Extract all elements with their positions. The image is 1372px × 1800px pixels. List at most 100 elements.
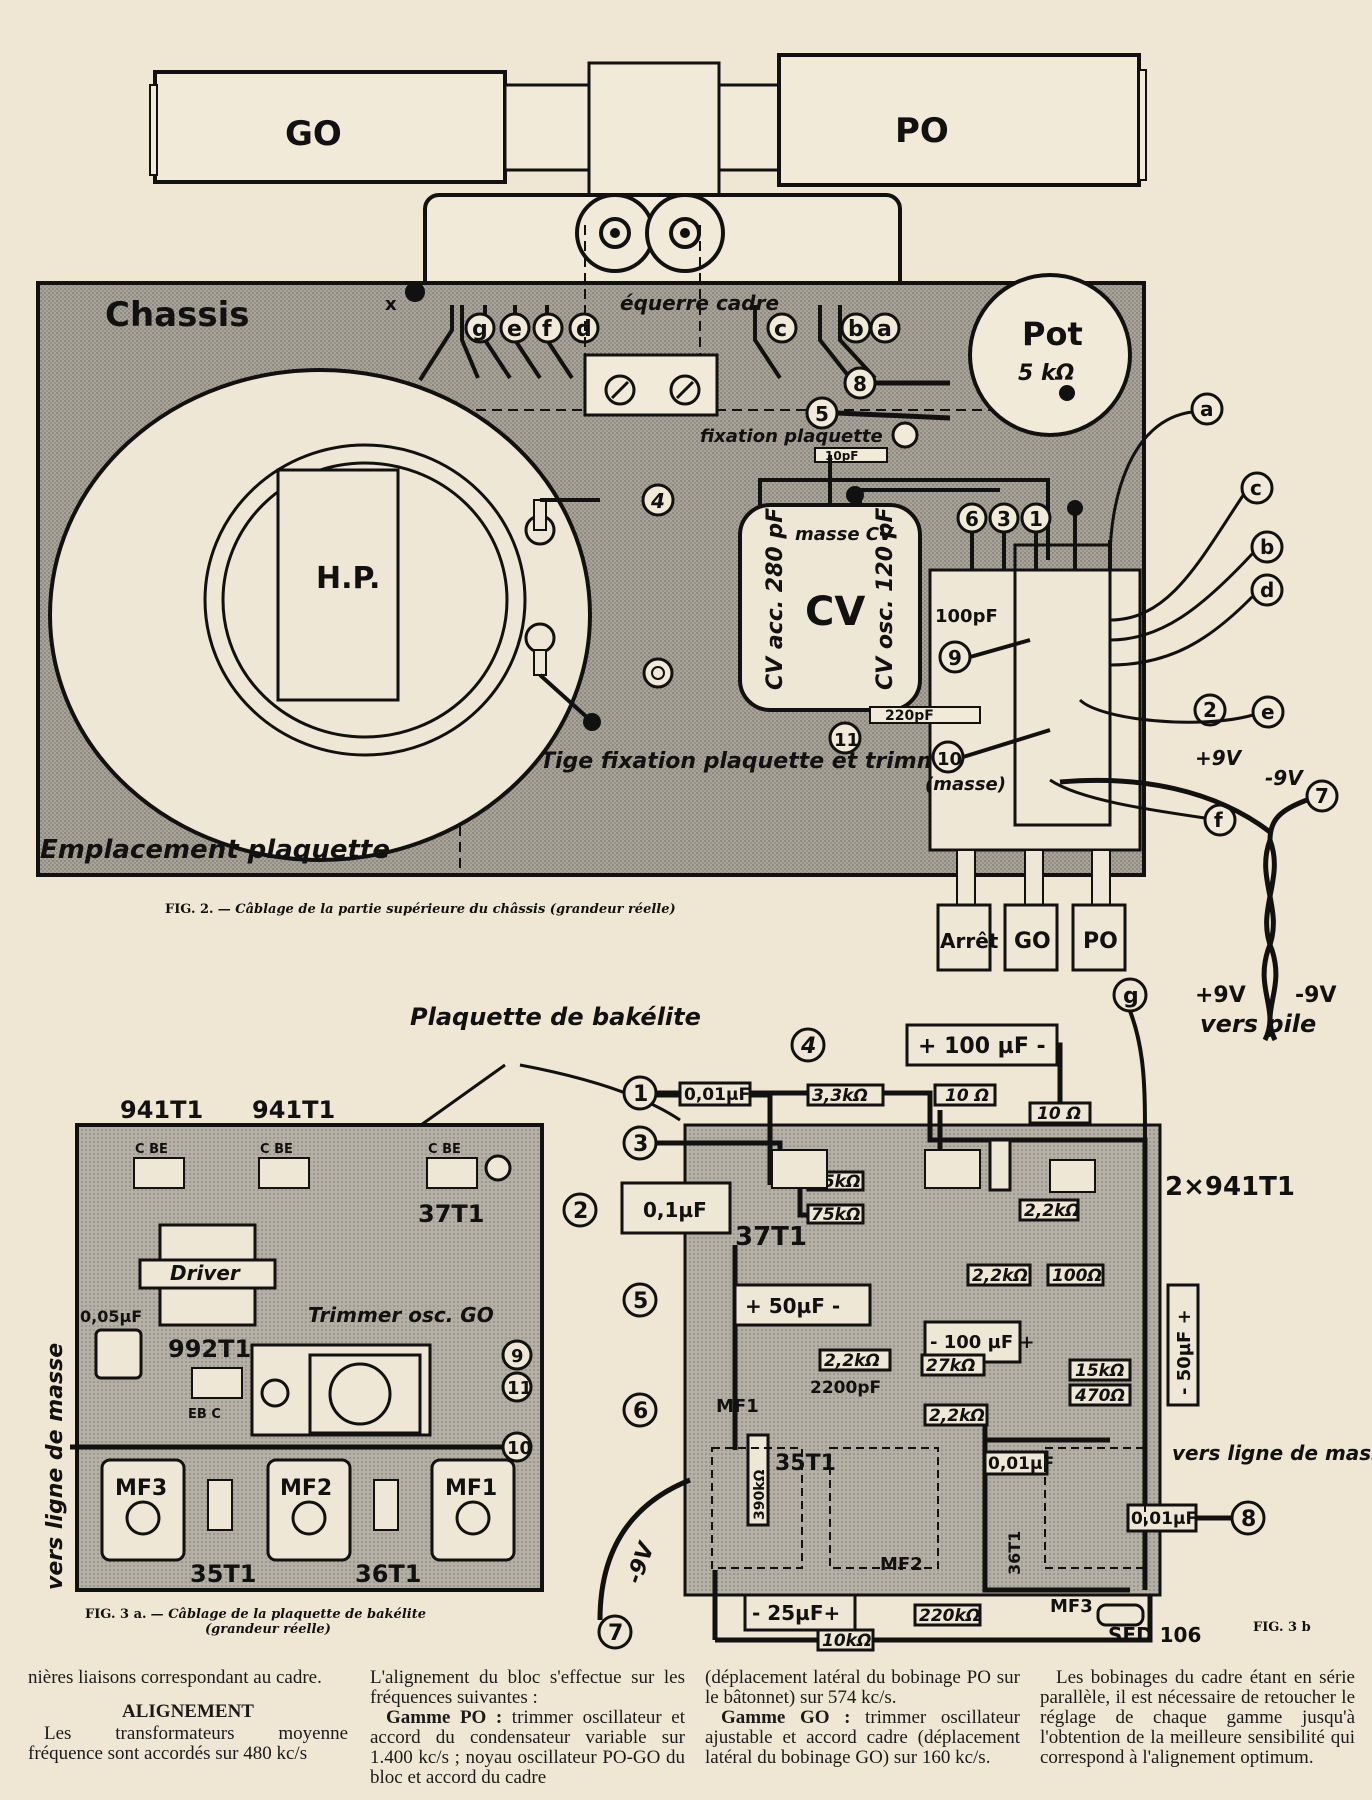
masse-label: (masse) xyxy=(925,774,1006,795)
res-470 xyxy=(1068,1383,1132,1407)
article-col-4: Les bobinages du cadre étant en série pa… xyxy=(1040,1668,1355,1768)
terminal-5: 5 xyxy=(805,396,839,430)
svg-text:b: b xyxy=(1260,535,1274,559)
res-10-a xyxy=(933,1083,997,1107)
minus9v-label: -9V xyxy=(1265,766,1304,790)
svg-text:g: g xyxy=(1123,984,1139,1009)
mf2-label: MF2 xyxy=(280,1476,332,1501)
trimmer-label: Trimmer osc. GO xyxy=(308,1303,494,1327)
driver-label: Driver xyxy=(170,1261,241,1285)
svg-text:15kΩ: 15kΩ xyxy=(1075,1361,1124,1381)
cap-25uf xyxy=(743,1593,857,1632)
fig3a-caption-text: — Câblage de la plaquette de bakélite xyxy=(150,1607,426,1622)
svg-text:4: 4 xyxy=(800,1034,816,1059)
gamme-go-label: Gamme GO : xyxy=(721,1707,851,1728)
transistor-37t1: 37T1 xyxy=(418,1200,484,1228)
chassis-label: Chassis xyxy=(105,295,249,335)
res-27k xyxy=(920,1353,986,1377)
terminal-b: b xyxy=(848,317,864,342)
terminal-8: 8 xyxy=(1230,1500,1266,1536)
col3-para-b: trimmer oscillateur ajustable et accord … xyxy=(705,1707,1020,1768)
cap-50uf xyxy=(733,1283,872,1327)
svg-text:3,3kΩ: 3,3kΩ xyxy=(812,1086,868,1106)
cap-10pf-label: 10pF xyxy=(825,449,859,463)
fixation-plaquette-label: fixation plaquette xyxy=(700,426,883,447)
potentiometer xyxy=(968,273,1132,437)
terminal-1: 1 xyxy=(622,1075,658,1111)
speaker-magnet xyxy=(276,468,400,702)
transistor-36t1: 36T1 xyxy=(355,1560,421,1588)
terminal-9: 9 xyxy=(501,1339,533,1371)
svg-text:1: 1 xyxy=(1029,507,1043,531)
switch-po[interactable] xyxy=(1071,903,1127,972)
svg-text:7: 7 xyxy=(608,1621,623,1646)
terminal-4: 4 xyxy=(790,1027,826,1063)
fig3b: 2×941T1 37T1 4 1 3 2 5 6 7 8 g xyxy=(562,977,1372,1652)
svg-text:C BE: C BE xyxy=(135,1142,168,1157)
screw-icon xyxy=(669,374,701,406)
svg-text:6: 6 xyxy=(965,507,979,531)
switch-arret[interactable] xyxy=(936,903,992,972)
emplacement-plaquette-label: Emplacement plaquette xyxy=(40,835,390,865)
svg-text:10: 10 xyxy=(507,1438,532,1459)
cap-001uf-c xyxy=(1126,1503,1198,1533)
cap-01uf xyxy=(620,1181,732,1235)
range-switches: Arrêt GO PO xyxy=(936,849,1127,972)
svg-text:10 Ω: 10 Ω xyxy=(1037,1104,1081,1124)
fig2-caption-text: — Câblage de la partie supérieure du châ… xyxy=(217,902,676,917)
col1-para: nières liaisons correspondant au cadre. xyxy=(28,1667,322,1688)
svg-text:a: a xyxy=(1200,397,1214,421)
switch-go-label: GO xyxy=(1014,929,1051,954)
res-2k2-a xyxy=(1018,1198,1080,1222)
terminal-2: 2 xyxy=(562,1192,598,1228)
wire-b: b xyxy=(1250,530,1284,564)
svg-text:2: 2 xyxy=(573,1199,588,1224)
battery-plus-label: +9V xyxy=(1195,983,1246,1008)
svg-text:8: 8 xyxy=(853,372,867,396)
svg-text:- 25µF+: - 25µF+ xyxy=(752,1601,840,1625)
svg-text:0,1µF: 0,1µF xyxy=(643,1198,707,1222)
terminal-9: 9 xyxy=(938,640,972,674)
mf2-label: MF2 xyxy=(880,1554,923,1575)
fig3a: Plaquette de bakélite 941T1 941T1 C BE C… xyxy=(43,1003,701,1592)
cap-005uf xyxy=(94,1328,143,1380)
switch-go[interactable] xyxy=(1003,903,1059,972)
svg-text:5: 5 xyxy=(633,1289,648,1314)
svg-text:220kΩ: 220kΩ xyxy=(919,1606,980,1626)
terminal-a: a xyxy=(877,317,892,342)
vers-ligne-masse-label: vers ligne de masse xyxy=(1172,1441,1372,1465)
transistors-2x941t1: 2×941T1 xyxy=(1165,1172,1295,1202)
fig2: GO PO Chassis x g e f d xyxy=(36,53,1339,1042)
terminal-11: 11 xyxy=(501,1371,533,1403)
rod-clamp xyxy=(587,61,721,205)
col4-para: Les bobinages du cadre étant en série pa… xyxy=(1040,1667,1355,1768)
cap-100uf xyxy=(905,1023,1059,1067)
svg-text:2,2kΩ: 2,2kΩ xyxy=(929,1406,985,1426)
equerre-cadre-label: équerre cadre xyxy=(620,291,779,315)
res-10-b xyxy=(1028,1101,1092,1125)
wire-d: d xyxy=(1250,573,1284,607)
transistor-941t1-a: 941T1 xyxy=(120,1096,203,1124)
fig3b-caption-text: FIG. 3 b xyxy=(1253,1620,1311,1635)
terminal-6: 6 xyxy=(622,1392,658,1428)
svg-text:390kΩ: 390kΩ xyxy=(752,1469,768,1520)
svg-text:10: 10 xyxy=(937,749,962,770)
masse-cv-label: masse CV xyxy=(795,524,895,545)
res-10k xyxy=(816,1628,875,1652)
cap-005uf-label: 0,05µF xyxy=(80,1307,142,1326)
svg-text:10kΩ: 10kΩ xyxy=(822,1631,871,1651)
svg-text:0,01µF: 0,01µF xyxy=(1131,1509,1197,1529)
pot-label: Pot xyxy=(1022,315,1083,353)
col1-para-b: Les transformateurs moyenne fréquence so… xyxy=(28,1723,348,1764)
hp-label: H.P. xyxy=(316,561,380,596)
res-2k2-d xyxy=(923,1403,989,1427)
cap-2200pf-label: 2200pF xyxy=(810,1378,881,1398)
res-2k2-b xyxy=(966,1263,1032,1287)
transistor-36t1: 36T1 xyxy=(1005,1531,1024,1575)
cv-acc-label: CV acc. 280 pF xyxy=(763,508,788,690)
fig3a-caption-num: FIG. 3 a. xyxy=(85,1607,147,1622)
svg-text:C BE: C BE xyxy=(260,1142,293,1157)
svg-text:5: 5 xyxy=(815,402,829,426)
transistor-35t1: 35T1 xyxy=(775,1451,836,1476)
mf1-label: MF1 xyxy=(716,1396,759,1417)
